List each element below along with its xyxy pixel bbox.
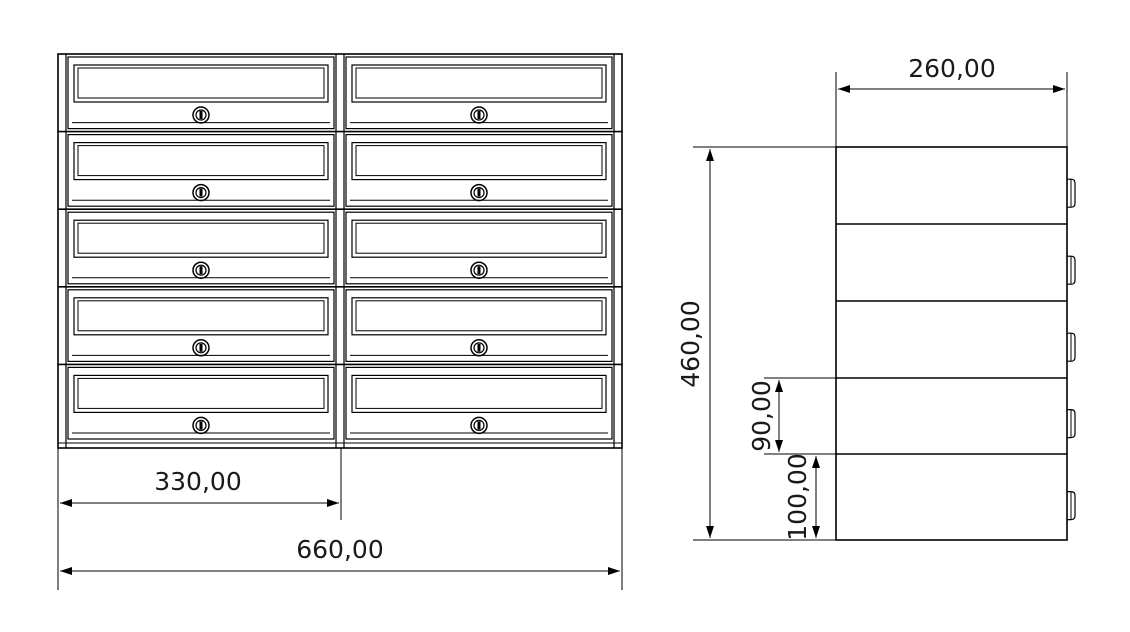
door-outline [67, 134, 335, 207]
lock-cylinder [473, 342, 485, 354]
dimension-label-90: 90,00 [747, 380, 776, 452]
side-lock-bump [1067, 255, 1076, 285]
door-outline [345, 211, 613, 285]
mail-slot-frame [73, 142, 329, 181]
mail-slot-frame [351, 297, 607, 336]
door-outline [345, 56, 613, 130]
mail-slot [355, 300, 603, 332]
lock-cylinder [473, 187, 485, 199]
door-outline [67, 56, 335, 130]
dimension-front-total-width: 660,00 [60, 448, 623, 590]
lock-cylinder [473, 109, 485, 121]
lock-keyhole [477, 111, 481, 119]
mail-slot-frame [351, 64, 607, 103]
door-outline [345, 289, 613, 362]
mail-slot [355, 67, 603, 99]
lock-keyhole [199, 343, 203, 352]
side-lock-bump [1067, 178, 1076, 208]
mailbox-door [345, 289, 613, 362]
mailbox-door [345, 211, 613, 285]
side-lock-bump [1067, 491, 1076, 521]
side-lock-bump [1067, 332, 1076, 362]
dimension-side-total-height: 460,00 [676, 146, 836, 541]
lock-keyhole [477, 266, 481, 275]
side-lock-bump [1067, 409, 1076, 439]
mail-slot-frame [73, 374, 329, 413]
mailbox-door [345, 366, 613, 440]
lock-cylinder [195, 419, 207, 431]
mail-slot [355, 145, 603, 177]
dimension-label-260: 260,00 [908, 54, 995, 83]
mailbox-door [67, 366, 335, 440]
lock-keyhole [477, 421, 481, 430]
door-outline [67, 211, 335, 285]
door-outline [345, 134, 613, 207]
mailbox-door [67, 211, 335, 285]
mail-slot-frame [351, 374, 607, 413]
dimension-label-330: 330,00 [154, 467, 241, 496]
mailbox-door [67, 134, 335, 207]
side-lock-body [1067, 491, 1076, 521]
lock-cylinder [195, 342, 207, 354]
mail-slot-frame [73, 64, 329, 103]
mail-slot [355, 377, 603, 409]
mailbox-door [67, 289, 335, 362]
side-lock-body [1067, 255, 1076, 285]
side-lock-body [1067, 178, 1076, 208]
mail-slot [77, 67, 325, 99]
lock-keyhole [199, 188, 203, 197]
mail-slot [77, 145, 325, 177]
mailbox-door [345, 56, 613, 130]
mail-slot [77, 377, 325, 409]
lock-cylinder [195, 264, 207, 276]
side-lock-body [1067, 332, 1076, 362]
lock-cylinder [195, 187, 207, 199]
front-modules [58, 56, 622, 440]
lock-cylinder [473, 419, 485, 431]
dimension-side-depth: 260,00 [835, 54, 1068, 147]
lock-keyhole [477, 343, 481, 352]
lock-keyhole [477, 188, 481, 197]
lock-cylinder [195, 109, 207, 121]
side-lock-body [1067, 409, 1076, 439]
door-outline [67, 366, 335, 440]
mail-slot-frame [73, 297, 329, 336]
dimension-front-module-width: 330,00 [57, 448, 342, 590]
mail-slot-frame [73, 219, 329, 258]
door-outline [67, 289, 335, 362]
mail-slot [77, 300, 325, 332]
mailbox-door [67, 56, 335, 130]
side-view [835, 146, 1076, 541]
door-outline [345, 366, 613, 440]
mailbox-door [345, 134, 613, 207]
mail-slot-frame [351, 142, 607, 181]
lock-cylinder [473, 264, 485, 276]
mail-slot [77, 222, 325, 254]
mail-slot-frame [351, 219, 607, 258]
dimension-side-module-upper: 90,00 [747, 377, 836, 455]
dimension-label-460: 460,00 [676, 300, 705, 387]
dimension-side-module-lower: 100,00 [783, 453, 836, 541]
dimension-label-100: 100,00 [783, 453, 812, 540]
lock-keyhole [199, 266, 203, 275]
lock-keyhole [199, 111, 203, 119]
lock-keyhole [199, 421, 203, 430]
side-modules [836, 178, 1076, 521]
mail-slot [355, 222, 603, 254]
dimension-label-660: 660,00 [296, 535, 383, 564]
front-view [57, 53, 623, 449]
